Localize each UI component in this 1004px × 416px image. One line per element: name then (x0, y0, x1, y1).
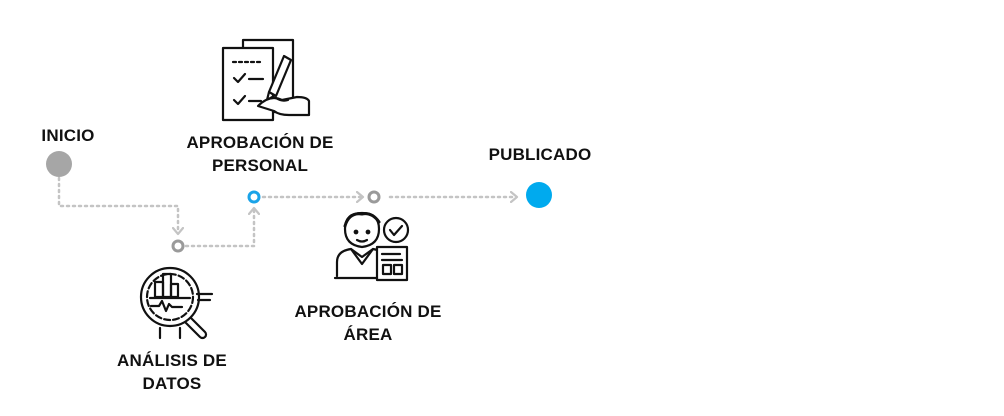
label-aprobacion-personal-line-2: PERSONAL (211, 156, 309, 175)
start-node (46, 151, 72, 177)
analisis-node (171, 239, 185, 253)
area-node (367, 190, 381, 204)
label-analisis-datos: ANÁLISIS DE DATOS (104, 349, 240, 395)
label-aprobacion-area-line-1: APROBACIÓN DE (294, 302, 442, 321)
connector-analisis-to-personal (184, 209, 254, 248)
clipboard-sign-icon (221, 38, 311, 122)
connectors (57, 176, 516, 248)
label-aprobacion-area-line-2: ÁREA (343, 325, 393, 344)
label-analisis-datos-line-1: ANÁLISIS DE (117, 351, 227, 370)
personal-node (247, 190, 261, 204)
label-publicado-line-1: PUBLICADO (488, 145, 592, 164)
label-aprobacion-personal: APROBACIÓN DE PERSONAL (174, 131, 346, 177)
label-aprobacion-area: APROBACIÓN DE ÁREA (282, 300, 454, 346)
magnifier-chart-icon (139, 266, 214, 340)
label-publicado: PUBLICADO (474, 143, 606, 166)
label-inicio: INICIO (28, 124, 108, 147)
label-aprobacion-personal-line-1: APROBACIÓN DE (186, 133, 334, 152)
end-node (526, 182, 552, 208)
label-inicio-line-1: INICIO (41, 126, 95, 145)
label-analisis-datos-line-2: DATOS (142, 374, 202, 393)
person-document-check-icon (333, 211, 410, 282)
connector-inicio-to-analisis (57, 176, 178, 233)
